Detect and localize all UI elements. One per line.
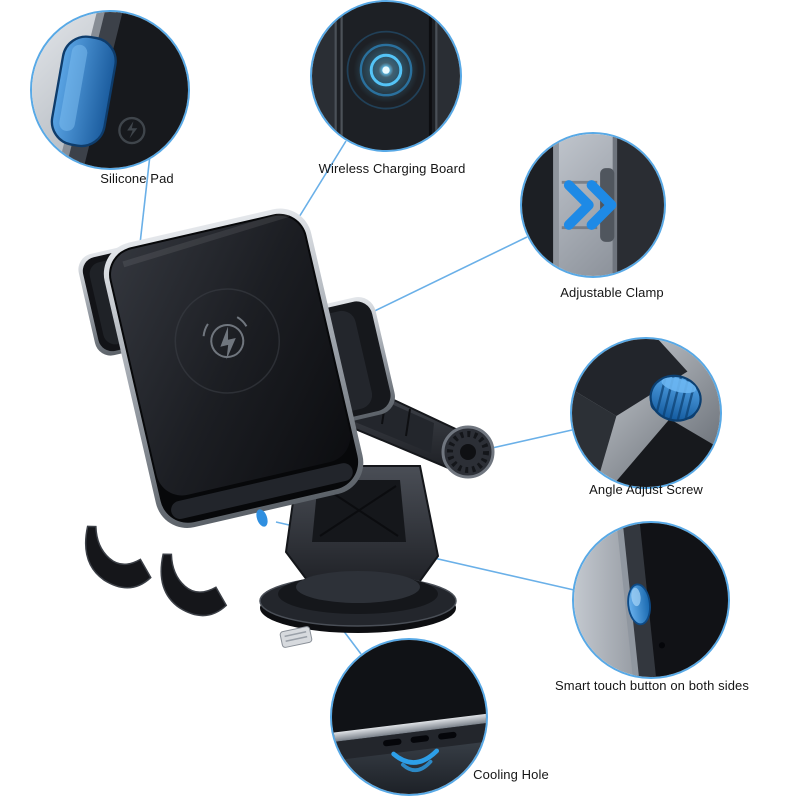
callout-wireless-charging-board	[310, 0, 462, 152]
callout-cooling-hole	[330, 638, 488, 796]
callout-adjustable-clamp	[520, 132, 666, 278]
label-angle-adjust-screw: Angle Adjust Screw	[589, 482, 703, 497]
label-adjustable-clamp: Adjustable Clamp	[560, 285, 664, 300]
label-cooling-hole: Cooling Hole	[473, 767, 549, 782]
label-smart-touch-button: Smart touch button on both sides	[555, 678, 749, 693]
smart-touch-button-detail-icon	[574, 523, 728, 677]
wireless-charging-board-detail-icon	[312, 2, 460, 150]
side-touch-button	[256, 509, 268, 527]
callout-angle-adjust-screw	[570, 337, 722, 489]
bottom-foot-left	[84, 525, 152, 589]
suction-pull-tab	[279, 626, 313, 648]
expand-arrows-icon	[563, 180, 617, 230]
callout-silicone-pad	[30, 10, 190, 170]
bottom-foot-right	[160, 553, 228, 617]
base-column	[284, 465, 440, 593]
phone-cradle	[103, 208, 364, 529]
callout-smart-touch-button	[572, 521, 730, 679]
connector-adjustable-clamp	[355, 236, 528, 321]
suction-cup-base	[259, 571, 457, 648]
cooling-hole-detail-icon	[332, 640, 486, 794]
label-wireless-charging-board: Wireless Charging Board	[318, 161, 466, 176]
angle-adjust-screw-detail-icon	[572, 339, 720, 487]
label-silicone-pad: Silicone Pad	[100, 171, 174, 186]
blue-knob	[649, 374, 702, 422]
wireless-charge-icon	[202, 316, 248, 360]
airflow-waves-icon	[391, 748, 440, 772]
silicone-pad-detail-icon	[32, 12, 188, 168]
adjustable-clamp-detail-icon	[522, 134, 664, 276]
pivot-knob	[441, 425, 495, 479]
